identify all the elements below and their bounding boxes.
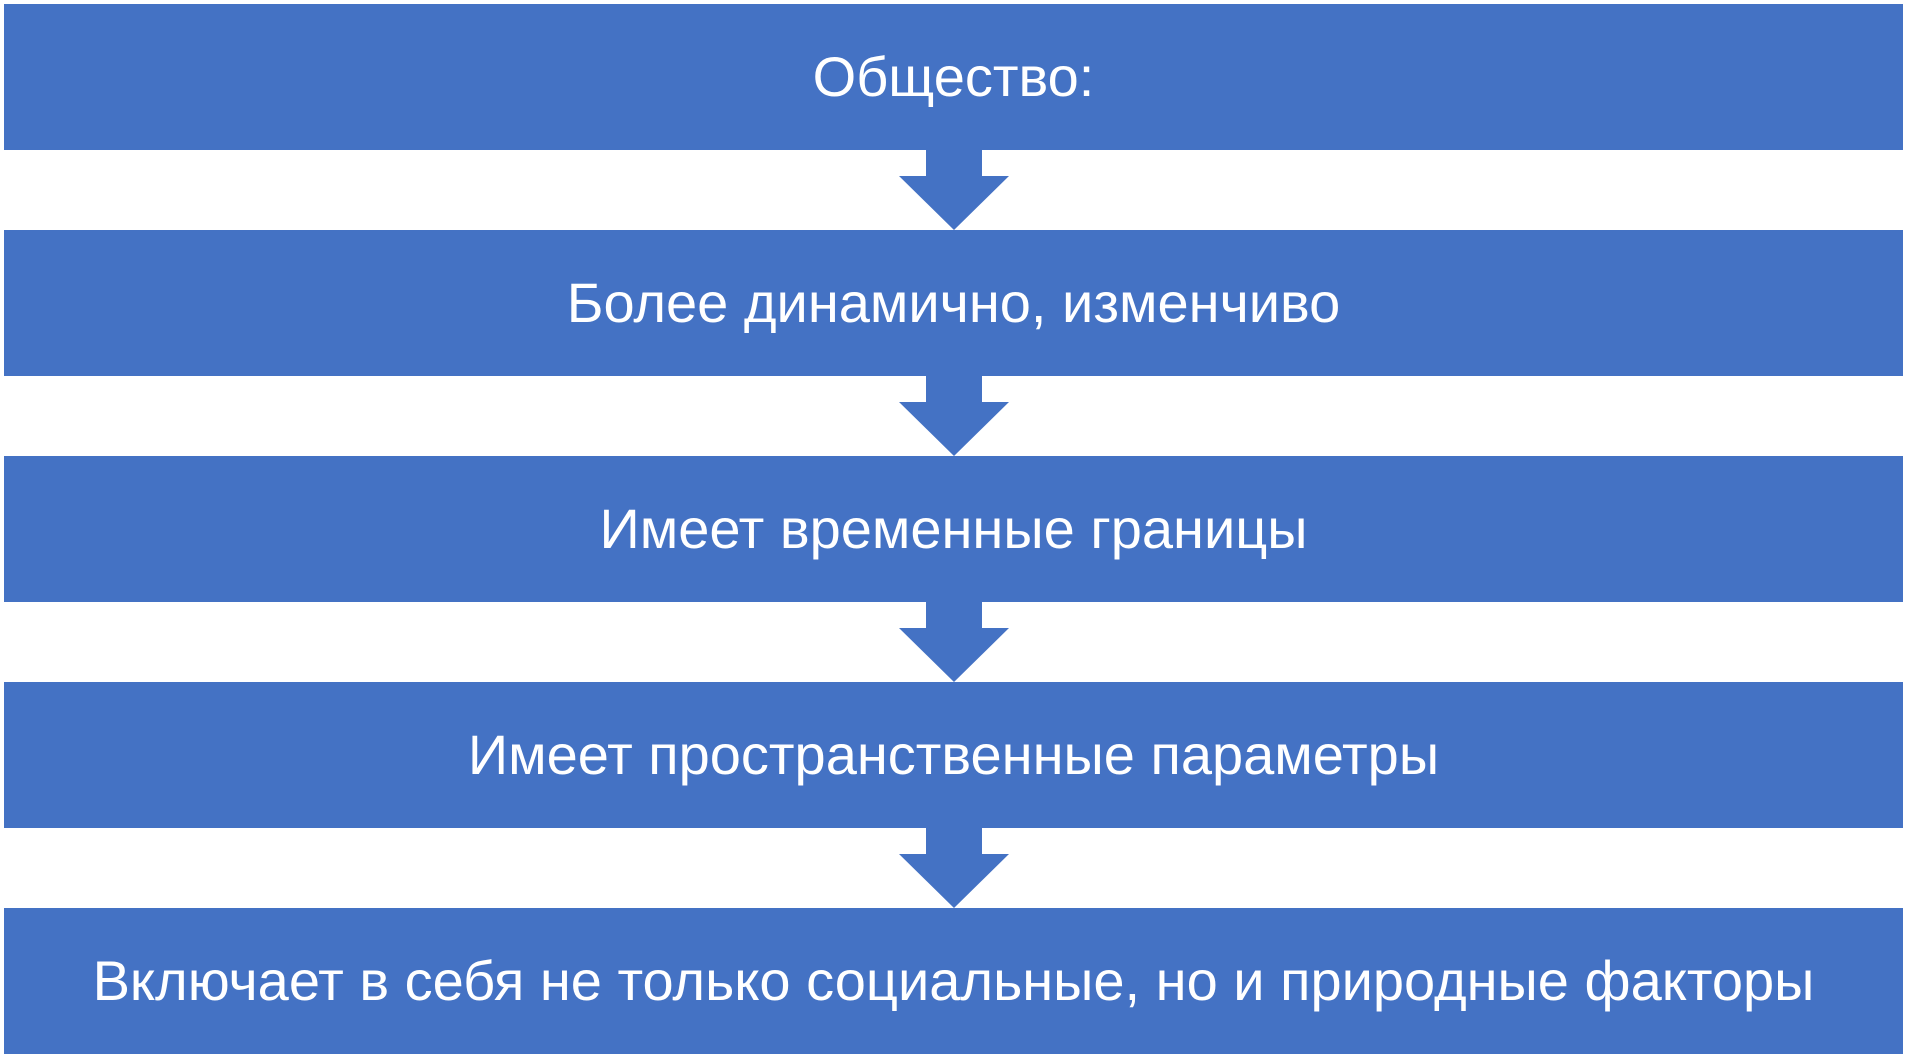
step-box-spatial: Имеет пространственные параметры (4, 682, 1903, 828)
step-label: Общество: (812, 45, 1095, 108)
down-arrow-icon (899, 376, 1009, 456)
step-box-factors: Включает в себя не только социальные, но… (4, 908, 1903, 1054)
down-arrow-icon (899, 602, 1009, 682)
step-box-society: Общество: (4, 4, 1903, 150)
step-label: Имеет временные границы (599, 497, 1308, 560)
step-label: Включает в себя не только социальные, но… (92, 949, 1815, 1012)
step-label: Имеет пространственные параметры (467, 723, 1440, 786)
step-box-dynamic: Более динамично, изменчиво (4, 230, 1903, 376)
down-arrow-icon (899, 828, 1009, 908)
step-box-time-bounds: Имеет временные границы (4, 456, 1903, 602)
step-label: Более динамично, изменчиво (566, 271, 1341, 334)
down-arrow-icon (899, 150, 1009, 230)
